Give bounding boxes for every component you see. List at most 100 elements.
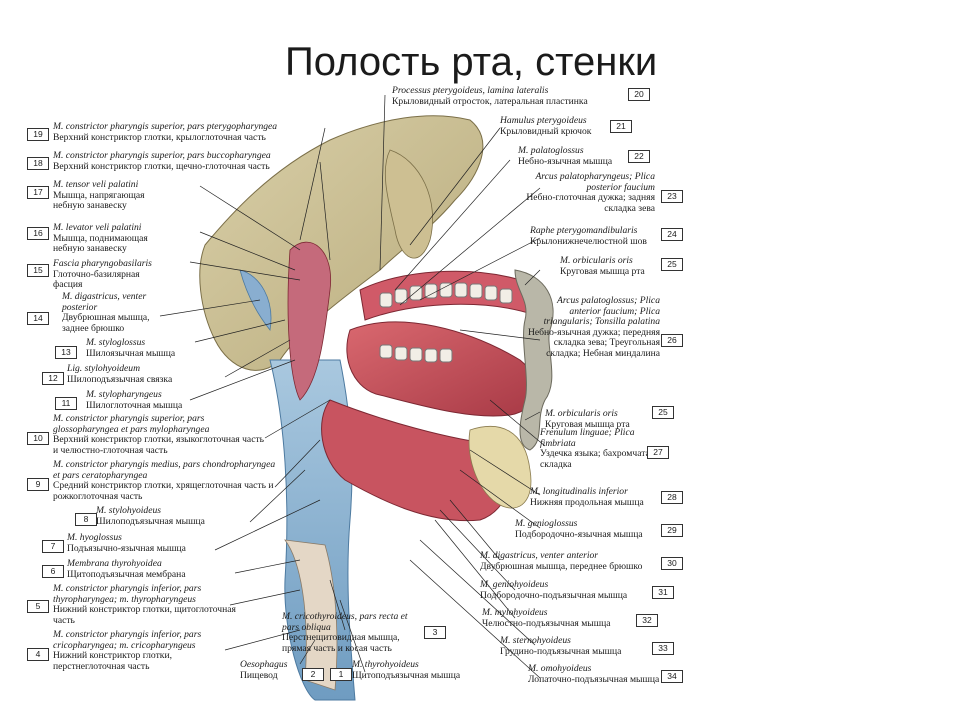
latin-term: M. stylohyoideus bbox=[96, 505, 162, 516]
anatomy-label: Hamulus pterygoideus Крыловидный крючок bbox=[500, 115, 592, 137]
anatomy-label: M. constrictor pharyngis superior, pars … bbox=[53, 413, 268, 456]
latin-term: M. digastricus, venter posterior bbox=[62, 291, 147, 313]
russian-term: Лопаточно-подъязычная мышца bbox=[528, 673, 660, 685]
latin-term: M. omohyoideus bbox=[528, 663, 592, 674]
anatomy-label: M. constrictor pharyngis inferior, pars … bbox=[53, 629, 243, 672]
latin-term: M. tensor veli palatini bbox=[53, 179, 139, 190]
latin-term: Arcus palatopharyngeus; Plica posterior … bbox=[535, 171, 655, 193]
anatomy-label: M. palatoglossus Небно-язычная мышца bbox=[518, 145, 613, 167]
latin-term: M. styloglossus bbox=[86, 337, 146, 348]
anatomy-label: M. levator veli palatini Мышца, поднимаю… bbox=[53, 222, 168, 255]
russian-term: Круговая мышца рта bbox=[545, 418, 630, 430]
label-number: 33 bbox=[652, 642, 674, 655]
anatomy-label: Raphe pterygomandibularis Крылонижнечелю… bbox=[530, 225, 647, 247]
anatomy-label: M. geniohyoideus Подбородочно-подъязычна… bbox=[480, 579, 628, 601]
anatomy-label: M. thyrohyoideus Щитоподъязычная мышца bbox=[352, 659, 461, 681]
russian-term: Небно-язычная дужка; передняя складка зе… bbox=[527, 326, 660, 359]
anatomy-label: M. genioglossus Подбородочно-язычная мыш… bbox=[515, 518, 643, 540]
anatomy-label: Fascia pharyngobasilaris Глоточно-базиля… bbox=[53, 258, 168, 291]
label-number: 19 bbox=[27, 128, 49, 141]
label-number: 7 bbox=[42, 540, 64, 553]
russian-term: Небно-язычная мышца bbox=[518, 155, 613, 167]
label-number: 31 bbox=[652, 586, 674, 599]
latin-term: M. levator veli palatini bbox=[53, 222, 142, 233]
russian-term: Нижний констриктор глотки, щитоглоточная… bbox=[53, 604, 236, 626]
russian-term: Шилоглоточная мышца bbox=[86, 399, 183, 411]
pharyngeal-muscles bbox=[287, 241, 332, 401]
russian-term: Крыловидный крючок bbox=[500, 125, 592, 137]
latin-term: Lig. stylohyoideum bbox=[67, 363, 141, 374]
russian-term: Щитоподъязычная мышца bbox=[352, 669, 461, 681]
russian-term: Верхний констриктор глотки, языкоглоточн… bbox=[53, 434, 265, 456]
label-number: 26 bbox=[661, 334, 683, 347]
anatomy-label: Processus pterygoideus, lamina lateralis… bbox=[392, 85, 588, 107]
russian-term: Средний констриктор глотки, хрящеглоточн… bbox=[53, 480, 274, 502]
label-number: 24 bbox=[661, 228, 683, 241]
anatomy-label: M. omohyoideus Лопаточно-подъязычная мыш… bbox=[528, 663, 660, 685]
label-number: 8 bbox=[75, 513, 97, 526]
russian-term: Челюстно-подъязычная мышца bbox=[482, 617, 611, 629]
anatomy-label: M. cricothyroideus, pars recta et pars o… bbox=[282, 611, 422, 654]
latin-term: M. palatoglossus bbox=[518, 145, 584, 156]
label-number: 2 bbox=[302, 668, 324, 681]
anatomy-label: M. longitudinalis inferior Нижняя продол… bbox=[530, 486, 644, 508]
russian-term: Мышца, напрягающая небную занавеску bbox=[53, 189, 145, 211]
label-number: 10 bbox=[27, 432, 49, 445]
russian-term: Шилоподъязычная мышца bbox=[96, 515, 205, 527]
latin-term: Arcus palatoglossus; Plica anterior fauc… bbox=[543, 295, 660, 327]
latin-term: M. digastricus, venter anterior bbox=[480, 550, 599, 561]
label-number: 27 bbox=[647, 446, 669, 459]
anatomy-label: Oesophagus Пищевод bbox=[240, 659, 288, 681]
lower-teeth bbox=[379, 344, 453, 363]
label-number: 12 bbox=[42, 372, 64, 385]
floor-of-mouth bbox=[321, 399, 511, 522]
label-number: 22 bbox=[628, 150, 650, 163]
label-number: 28 bbox=[661, 491, 683, 504]
latin-term: Raphe pterygomandibularis bbox=[530, 225, 638, 236]
latin-term: M. orbicularis oris bbox=[545, 408, 618, 419]
label-number: 4 bbox=[27, 648, 49, 661]
russian-term: Нижняя продольная мышца bbox=[530, 496, 644, 508]
anatomy-label: Frenulum linguae; Plica fimbriata Уздечк… bbox=[540, 427, 655, 470]
upper-teeth bbox=[379, 282, 513, 308]
label-number: 21 bbox=[610, 120, 632, 133]
anatomy-label: M. orbicularis oris Круговая мышца рта bbox=[560, 255, 645, 277]
russian-term: Подбородочно-язычная мышца bbox=[515, 528, 643, 540]
anatomy-label: M. constrictor pharyngis superior, pars … bbox=[53, 150, 271, 172]
russian-term: Верхний констриктор глотки, крылоглоточн… bbox=[53, 131, 266, 143]
russian-term: Нижний констриктор глотки, перстнеглоточ… bbox=[53, 650, 172, 672]
latin-term: M. orbicularis oris bbox=[560, 255, 633, 266]
latin-term: M. mylohyoideus bbox=[482, 607, 548, 618]
russian-term: Перстнещитовидная мышца, прямая часть и … bbox=[282, 632, 400, 654]
anatomy-label: Arcus palatoglossus; Plica anterior fauc… bbox=[525, 295, 660, 359]
lips bbox=[514, 269, 554, 451]
russian-term: Крыловидный отросток, латеральная пласти… bbox=[392, 95, 588, 107]
latin-term: M. stylopharyngeus bbox=[86, 389, 162, 400]
russian-term: Подъязычно-язычная мышца bbox=[67, 542, 186, 554]
anatomy-label: M. hyoglossus Подъязычно-язычная мышца bbox=[67, 532, 186, 554]
label-number: 16 bbox=[27, 227, 49, 240]
label-number: 13 bbox=[55, 346, 77, 359]
latin-term: M. constrictor pharyngis medius, pars ch… bbox=[53, 459, 276, 481]
anatomy-label: M. constrictor pharyngis superior, pars … bbox=[53, 121, 277, 143]
latin-term: M. sternohyoideus bbox=[500, 635, 571, 646]
russian-term: Подбородочно-подъязычная мышца bbox=[480, 589, 628, 601]
anatomy-label: M. orbicularis oris Круговая мышца рта bbox=[545, 408, 630, 430]
latin-term: Oesophagus bbox=[240, 659, 288, 670]
latin-term: M. constrictor pharyngis superior, pars … bbox=[53, 150, 271, 161]
label-number: 30 bbox=[661, 557, 683, 570]
label-number: 23 bbox=[661, 190, 683, 203]
label-number: 1 bbox=[330, 668, 352, 681]
label-number: 29 bbox=[661, 524, 683, 537]
russian-term: Двубрюшная мышца, переднее брюшко bbox=[480, 560, 643, 572]
leader-lines bbox=[159, 94, 546, 679]
anatomy-label: M. tensor veli palatini Мышца, напрягающ… bbox=[53, 179, 168, 212]
latin-term: M. thyrohyoideus bbox=[352, 659, 419, 670]
latin-term: M. geniohyoideus bbox=[480, 579, 549, 590]
anatomy-label: Lig. stylohyoideum Шилоподъязычная связк… bbox=[67, 363, 172, 385]
anatomy-label: M. stylohyoideus Шилоподъязычная мышца bbox=[96, 505, 205, 527]
latin-term: Fascia pharyngobasilaris bbox=[53, 258, 152, 269]
latin-term: M. longitudinalis inferior bbox=[530, 486, 628, 497]
anatomy-label: M. sternohyoideus Грудино-подъязычная мы… bbox=[500, 635, 621, 657]
label-number: 5 bbox=[27, 600, 49, 613]
